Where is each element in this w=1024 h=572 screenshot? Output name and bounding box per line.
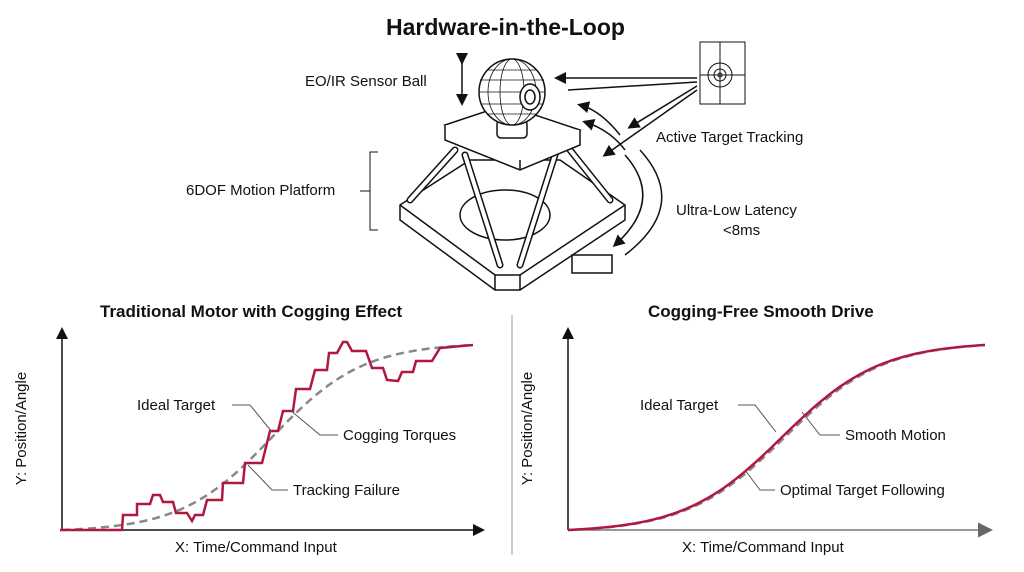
right-chart-xlabel: X: Time/Command Input bbox=[682, 539, 844, 556]
annotation-tracking-failure: Tracking Failure bbox=[293, 482, 400, 499]
left-chart-title: Traditional Motor with Cogging Effect bbox=[100, 302, 403, 321]
sensor-label: EO/IR Sensor Ball bbox=[305, 73, 427, 90]
annotation-optimal-following: Optimal Target Following bbox=[780, 482, 945, 499]
annotation-ideal-target-right: Ideal Target bbox=[640, 397, 719, 414]
page-title: Hardware-in-the-Loop bbox=[386, 14, 625, 40]
left-chart-xlabel: X: Time/Command Input bbox=[175, 539, 337, 556]
right-chart-title: Cogging-Free Smooth Drive bbox=[648, 302, 874, 321]
latency-value: <8ms bbox=[723, 222, 761, 239]
motion-platform-illustration bbox=[399, 58, 626, 291]
chart-axes bbox=[56, 327, 574, 536]
annotation-leaders bbox=[232, 404, 840, 491]
annotation-smooth-motion: Smooth Motion bbox=[845, 427, 946, 444]
tracking-label: Active Target Tracking bbox=[656, 129, 804, 146]
left-chart-ylabel: Y: Position/Angle bbox=[13, 371, 31, 486]
cogging-curve bbox=[60, 340, 474, 532]
target-icon bbox=[699, 41, 746, 105]
latency-label: Ultra-Low Latency bbox=[676, 202, 797, 219]
ideal-target-curve-left bbox=[61, 343, 474, 532]
annotation-ideal-target-left: Ideal Target bbox=[137, 397, 216, 414]
right-chart-ylabel: Y: Position/Angle bbox=[519, 371, 537, 486]
annotation-cogging-torques: Cogging Torques bbox=[343, 427, 457, 444]
tracking-arrows bbox=[360, 53, 698, 256]
platform-label: 6DOF Motion Platform bbox=[186, 182, 336, 199]
smooth-motion-curve bbox=[567, 343, 986, 532]
